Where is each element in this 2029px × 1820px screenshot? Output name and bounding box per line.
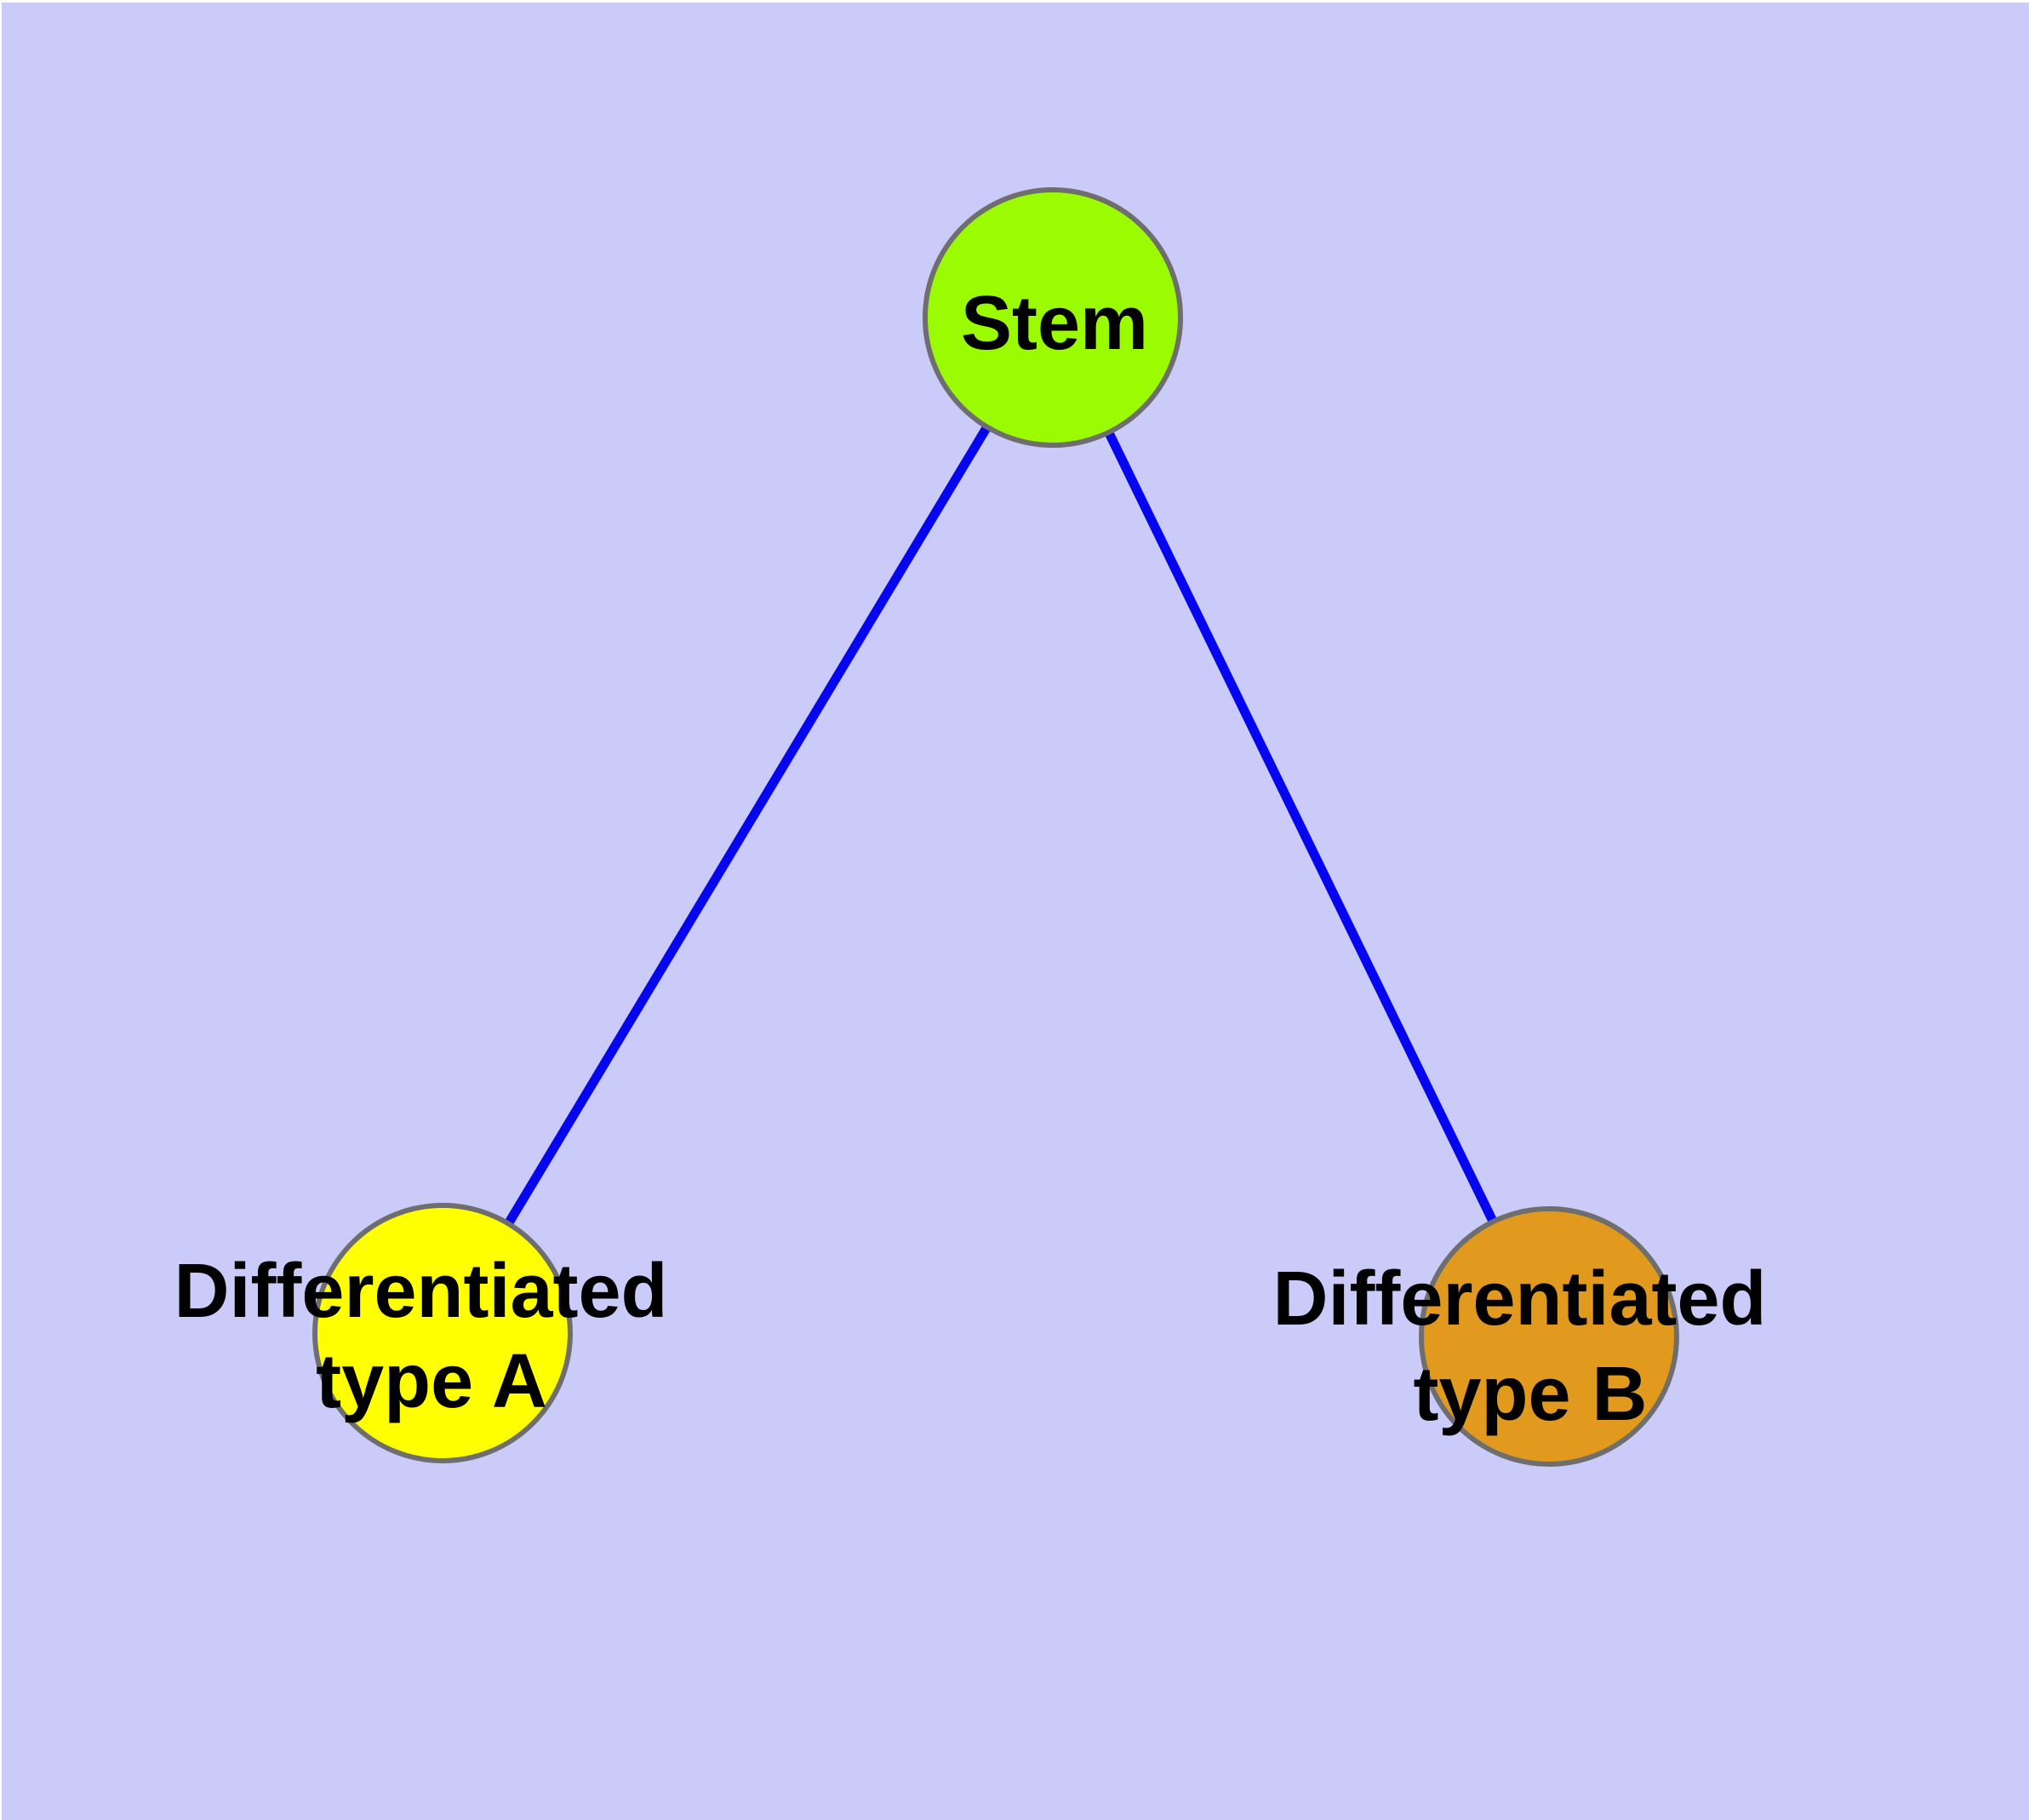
node-type-a-circle xyxy=(312,1203,573,1463)
node-type-a-label: Differentiated type A xyxy=(174,1249,689,1424)
edges xyxy=(438,315,1553,1339)
edge-stem-to-type-b xyxy=(1049,315,1553,1339)
node-type-b-label-line-2: type B xyxy=(1413,1352,1647,1437)
node-type-a-label-line-1: Differentiated xyxy=(174,1249,667,1334)
node-type-b-label-line-1: Differentiated xyxy=(1272,1256,1766,1342)
node-type-b-label: Differentiated type B xyxy=(1272,1256,1787,1437)
nodes xyxy=(312,187,1679,1467)
node-stem-label: Stem xyxy=(961,281,1148,366)
labels: Stem Differentiated type A Differentiate… xyxy=(174,281,1787,1437)
node-stem-circle xyxy=(923,187,1183,448)
node-type-a-label-line-2: type A xyxy=(316,1339,547,1424)
edge-stem-to-type-a xyxy=(438,315,1057,1336)
node-type-b-circle xyxy=(1419,1206,1679,1467)
